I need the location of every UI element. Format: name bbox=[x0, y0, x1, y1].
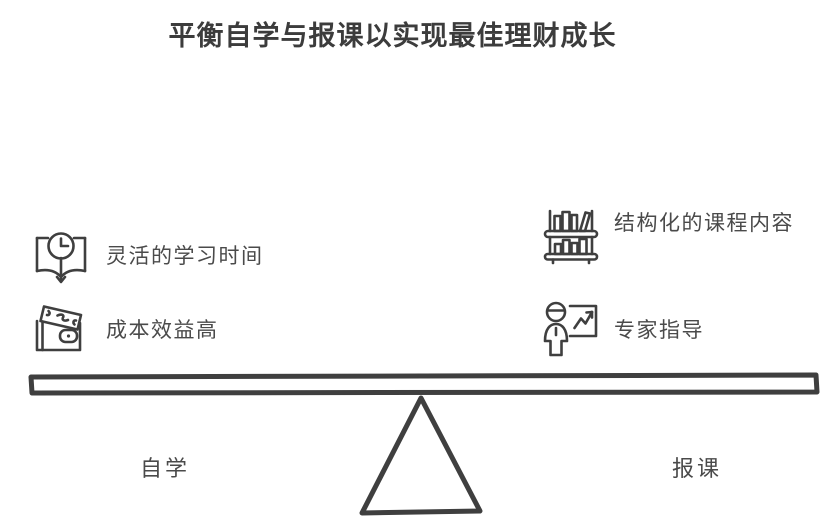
feature-item-left-1: 灵活的学习时间 bbox=[30, 224, 264, 286]
feature-item-right-1: 结构化的课程内容 bbox=[540, 203, 814, 265]
open-book-clock-icon bbox=[30, 224, 92, 286]
fulcrum-triangle bbox=[359, 395, 483, 516]
feature-label-right-2: 专家指导 bbox=[614, 318, 704, 342]
feature-label-left-1: 灵活的学习时间 bbox=[106, 244, 264, 268]
pan-label-right: 报课 bbox=[672, 456, 723, 481]
wallet-money-icon bbox=[30, 298, 92, 360]
pan-label-left: 自学 bbox=[140, 456, 191, 481]
feature-item-right-2: 专家指导 bbox=[540, 298, 814, 360]
feature-item-left-2: 成本效益高 bbox=[30, 298, 219, 360]
page-title: 平衡自学与报课以实现最佳理财成长 bbox=[168, 21, 617, 52]
expert-presenter-chart-icon bbox=[540, 298, 602, 360]
bookshelf-icon bbox=[540, 203, 602, 265]
feature-label-left-2: 成本效益高 bbox=[106, 318, 219, 342]
feature-label-right-1: 结构化的课程内容 bbox=[614, 211, 794, 235]
balance-beam bbox=[28, 372, 820, 396]
